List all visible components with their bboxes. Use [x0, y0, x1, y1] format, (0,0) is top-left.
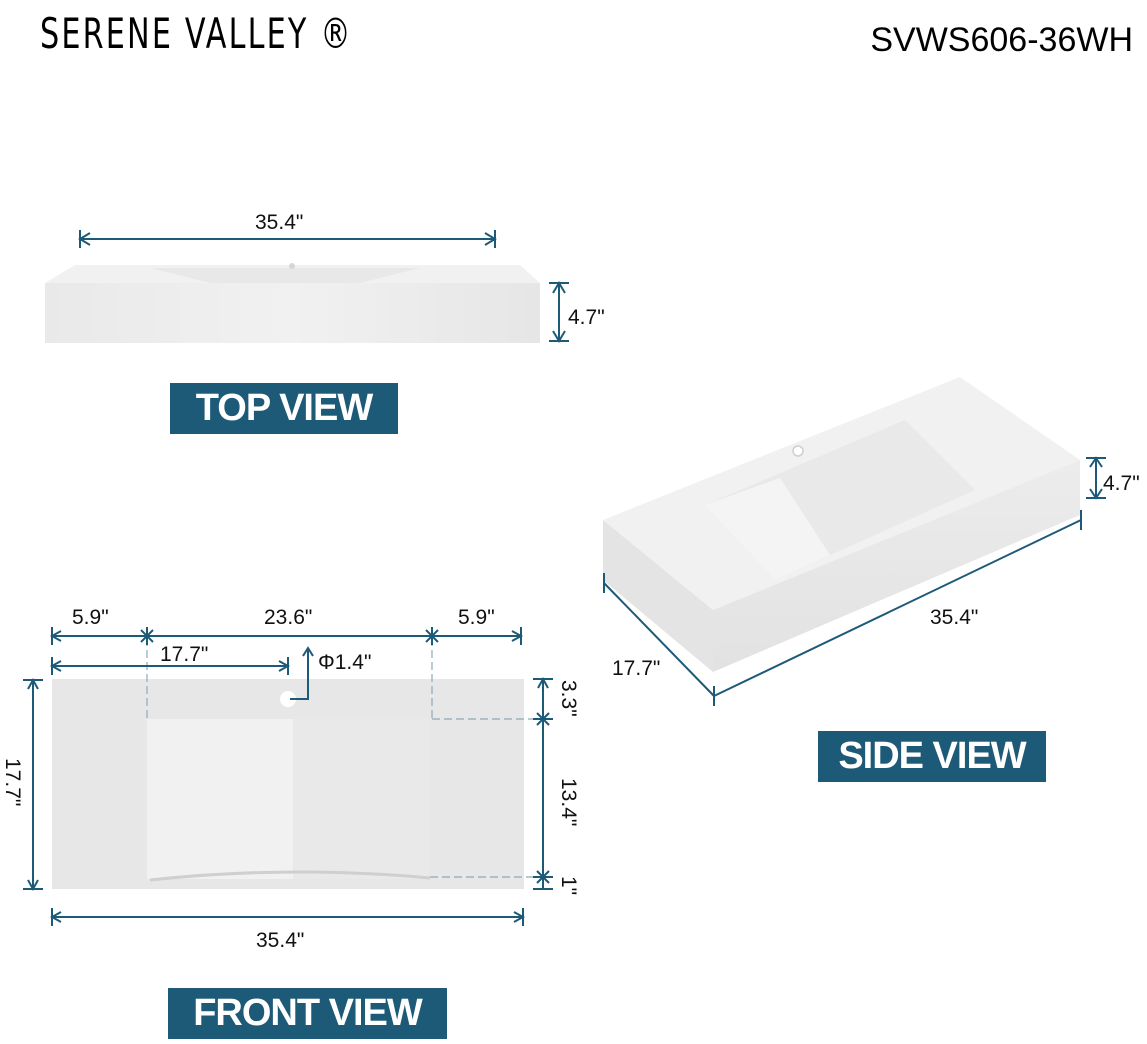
front-view-sink	[52, 679, 524, 889]
top-height-dimension	[549, 281, 569, 343]
brand-logo: SERENE VALLEY ®	[40, 9, 353, 58]
top-width-dimension	[78, 230, 497, 248]
side-view-badge: SIDE VIEW	[818, 731, 1046, 782]
front-width-label: 35.4"	[256, 929, 305, 952]
side-height-dimension	[1086, 456, 1106, 500]
hole-leader-line	[290, 646, 314, 700]
front-depth-label: 17.7"	[1, 758, 24, 807]
front-basin-depth-label: 13.4"	[557, 778, 580, 827]
front-top-dimensions	[49, 627, 524, 645]
top-view-badge: TOP VIEW	[170, 383, 398, 434]
front-back-deck-label: 3.3"	[557, 680, 580, 717]
front-right-margin-label: 5.9"	[458, 606, 495, 629]
top-view-sink	[45, 263, 540, 343]
side-view-sink	[603, 377, 1080, 672]
front-hole-offset-label: 17.7"	[160, 643, 209, 666]
front-hole-diameter-label: Φ1.4"	[318, 651, 372, 674]
model-number: SVWS606-36WH	[870, 21, 1133, 59]
front-depth-dimension	[23, 677, 43, 892]
top-height-label: 4.7"	[568, 306, 605, 329]
top-width-label: 35.4"	[255, 211, 304, 234]
front-basin-width-label: 23.6"	[264, 606, 313, 629]
side-height-label: 4.7"	[1103, 472, 1140, 495]
front-guide-lines	[146, 638, 540, 878]
front-right-dimensions	[533, 676, 553, 890]
front-view-badge: FRONT VIEW	[168, 988, 447, 1039]
front-width-dimension	[49, 908, 526, 926]
side-length-label: 35.4"	[930, 606, 979, 629]
side-depth-dimension	[603, 573, 715, 697]
side-depth-label: 17.7"	[612, 657, 661, 680]
front-hole-offset-dimension	[49, 657, 291, 675]
front-lip-label: 1"	[557, 876, 580, 896]
front-left-margin-label: 5.9"	[72, 606, 109, 629]
